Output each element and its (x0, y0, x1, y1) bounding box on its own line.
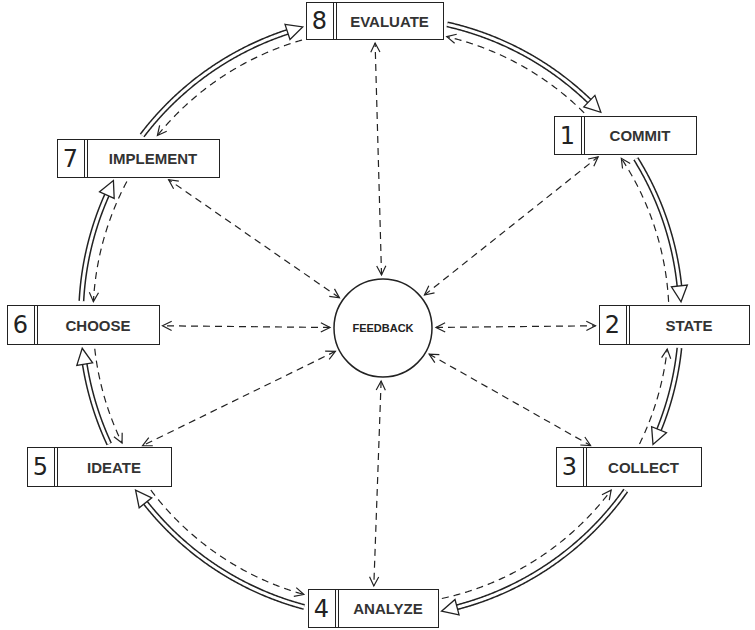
step-label: EVALUATE (337, 3, 443, 39)
dashed-line (429, 354, 590, 445)
step-label: IDEATE (58, 448, 171, 486)
dashed-line (639, 349, 667, 444)
step-box: 7IMPLEMENT (57, 139, 220, 178)
arrow-outline (145, 502, 304, 607)
arrow-core (456, 491, 626, 608)
cycle-arrow (447, 24, 590, 101)
step-number: 7 (58, 140, 88, 177)
arrow-core (447, 24, 590, 101)
dashed-line (375, 43, 381, 275)
dashed-line (95, 349, 122, 443)
feedback-spoke (375, 43, 381, 275)
cycle-arrow (145, 502, 304, 607)
dashed-line (374, 381, 381, 586)
feedback-circle: FEEDBACK (333, 278, 433, 378)
arrow-outline (456, 491, 626, 608)
step-label: STATE (630, 306, 749, 344)
dashed-line (157, 40, 302, 135)
arrow-outline (142, 32, 288, 136)
step-box: 1COMMIT (554, 116, 697, 155)
step-box: 2STATE (599, 305, 750, 345)
feedback-spoke (429, 354, 590, 445)
dashed-line (151, 490, 304, 594)
cycle-arrow (659, 348, 680, 431)
feedback-label: FEEDBACK (352, 322, 413, 334)
step-number: 5 (28, 448, 58, 486)
return-arrow (157, 40, 302, 135)
arrow-outline (447, 24, 590, 101)
return-arrow (95, 349, 122, 443)
feedback-spoke (424, 157, 598, 295)
circle-shape (334, 279, 432, 377)
step-number: 2 (600, 306, 630, 344)
step-box: 3COLLECT (556, 447, 702, 487)
step-box: 4ANALYZE (308, 589, 439, 628)
dashed-line (169, 180, 340, 298)
step-label: COMMIT (585, 117, 696, 154)
return-arrow (639, 349, 667, 444)
arrow-core (145, 502, 304, 607)
return-arrow (151, 490, 304, 594)
arrow-outline (85, 363, 110, 444)
step-label: CHOOSE (38, 306, 159, 344)
feedback-spoke (436, 326, 596, 328)
return-arrow (93, 181, 126, 301)
dashed-line (442, 490, 611, 598)
dashed-line (163, 326, 331, 328)
return-arrow (442, 490, 611, 598)
arrow-core (659, 348, 680, 431)
return-arrow (447, 37, 584, 113)
step-label: IMPLEMENT (88, 140, 219, 177)
step-number: 8 (307, 3, 337, 39)
cycle-arrow (142, 32, 288, 136)
step-number: 6 (8, 306, 38, 344)
step-box: 6CHOOSE (7, 305, 160, 345)
dashed-line (436, 326, 596, 328)
feedback-spoke (169, 180, 340, 298)
cycle-arrow (85, 363, 110, 444)
arrow-core (85, 363, 110, 444)
dashed-line (93, 181, 126, 301)
step-number: 1 (555, 117, 585, 154)
cycle-arrow (456, 491, 626, 608)
arrow-outline (636, 159, 680, 287)
step-label: COLLECT (587, 448, 701, 486)
arrow-core (142, 32, 288, 136)
arrow-outline (659, 348, 680, 431)
dashed-line (447, 37, 584, 113)
feedback-spoke (163, 326, 331, 328)
feedback-spoke (374, 381, 381, 586)
dashed-line (424, 157, 598, 295)
step-number: 4 (309, 590, 339, 627)
step-number: 3 (557, 448, 587, 486)
dashed-line (621, 158, 668, 302)
return-arrow (621, 158, 668, 302)
dashed-line (143, 351, 336, 445)
step-box: 8EVALUATE (306, 2, 444, 40)
feedback-spoke (143, 351, 336, 445)
arrow-core (636, 159, 680, 287)
step-box: 5IDEATE (27, 447, 172, 487)
cycle-arrow (636, 159, 680, 287)
step-label: ANALYZE (339, 590, 438, 627)
